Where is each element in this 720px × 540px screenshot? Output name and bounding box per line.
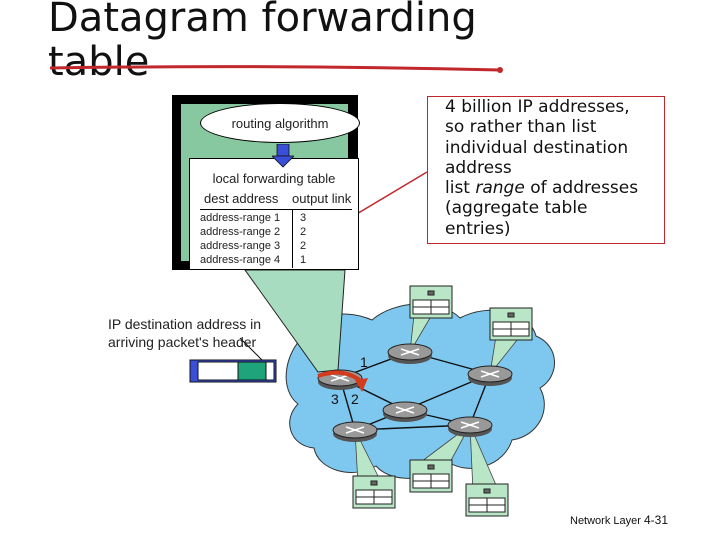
host-table	[465, 483, 509, 517]
callout-line: entries)	[445, 218, 511, 239]
port-label-3: 3	[331, 391, 339, 407]
forwarding-arrow-head	[355, 378, 368, 392]
title-line-2: table	[48, 39, 150, 85]
forwarding-table-title: local forwarding table	[212, 171, 336, 186]
table-row-link: 2	[300, 240, 307, 252]
column-header-link: output link	[292, 191, 352, 206]
table-row-link: 2	[300, 226, 307, 238]
packet-label-line: arriving packet's header	[108, 334, 257, 350]
port-label-2: 2	[351, 391, 359, 407]
port-label-1: 1	[360, 354, 368, 370]
header-pointer	[239, 337, 263, 361]
callout-text: 4 billion IP addresses, so rather than l…	[445, 97, 665, 239]
packet-label-line: IP destination address in	[108, 316, 262, 332]
callout-suffix: of addresses	[524, 178, 639, 199]
packet-header-label: IP destination address in arriving packe…	[108, 315, 308, 351]
callout-emphasis: range	[475, 178, 525, 199]
title-strike-end	[497, 67, 503, 73]
table-row-range: address-range 4	[200, 254, 281, 266]
callout-line: individual destination	[445, 137, 629, 158]
callout-line: (aggregate table	[445, 198, 588, 219]
router-node	[332, 421, 378, 442]
callout-box	[427, 96, 665, 244]
host-table	[409, 459, 453, 493]
callout-connector	[349, 171, 428, 219]
host-table	[352, 475, 396, 509]
router-node	[467, 365, 513, 386]
router-node	[387, 343, 433, 364]
host-table	[489, 307, 533, 341]
title-strike-line	[49, 65, 501, 72]
column-header-dest: dest address	[204, 191, 279, 206]
table-row-range: address-range 2	[200, 226, 281, 238]
host-cones	[354, 305, 526, 493]
down-arrow-icon	[272, 144, 294, 168]
host-table	[409, 285, 453, 319]
packet	[189, 359, 277, 383]
host-tables	[352, 285, 533, 517]
routing-algorithm-ellipse: routing algorithm	[200, 103, 360, 143]
table-row-range: address-range 3	[200, 240, 281, 252]
slide-footer: Network Layer 4-31	[570, 513, 668, 527]
router-node	[382, 401, 428, 422]
table-row-range: address-range 1	[200, 212, 281, 224]
callout-prefix: list	[445, 178, 476, 199]
callout-line: list range of addresses	[445, 178, 665, 198]
routing-algorithm-label: routing algorithm	[231, 115, 329, 131]
callout-line: 4 billion IP addresses,	[445, 97, 630, 117]
footer-text: Network Layer	[570, 515, 641, 527]
table-row-link: 3	[300, 212, 307, 224]
page-number: 4-31	[643, 513, 669, 527]
table-row-link: 1	[300, 254, 307, 266]
table-column-divider	[292, 210, 293, 268]
forwarding-table-panel	[189, 158, 359, 270]
callout-line: so rather than list	[445, 117, 597, 138]
callout-line: address	[445, 157, 512, 178]
page-title: Datagram forwarding table	[48, 0, 477, 84]
title-line-1: Datagram forwarding	[48, 0, 477, 41]
router-node	[447, 416, 493, 437]
table-header-divider	[200, 209, 352, 210]
